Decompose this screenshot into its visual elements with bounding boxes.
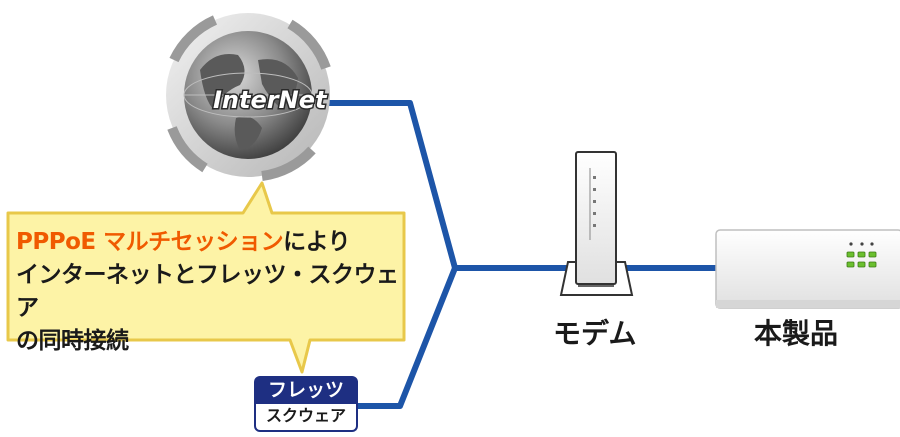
product-device-icon [715,229,900,309]
pppoe-multisession-highlight: PPPoE マルチセッション [16,229,284,255]
callout-line-3: の同時接続 [16,328,129,354]
flets-badge-bottom: スクウェア [254,404,358,432]
internet-label: InterNet [213,86,328,114]
flets-link [356,266,458,409]
callout-line-1: PPPoE マルチセッションにより [16,226,408,259]
modem-icon [559,151,634,296]
product-label: 本製品 [754,317,839,350]
connection-lines [320,100,720,409]
callout-text: PPPoE マルチセッションにより インターネットとフレッツ・スクウェア の同時… [16,226,408,358]
callout-line-2: インターネットとフレッツ・スクウェア [16,262,399,321]
callout-bubble [6,181,406,374]
internet-link [320,100,458,269]
internet-globe-icon [166,13,331,181]
modem-label: モデム [553,317,637,350]
flets-badge-top: フレッツ [254,376,358,404]
callout-line-1-rest: により [283,229,351,255]
